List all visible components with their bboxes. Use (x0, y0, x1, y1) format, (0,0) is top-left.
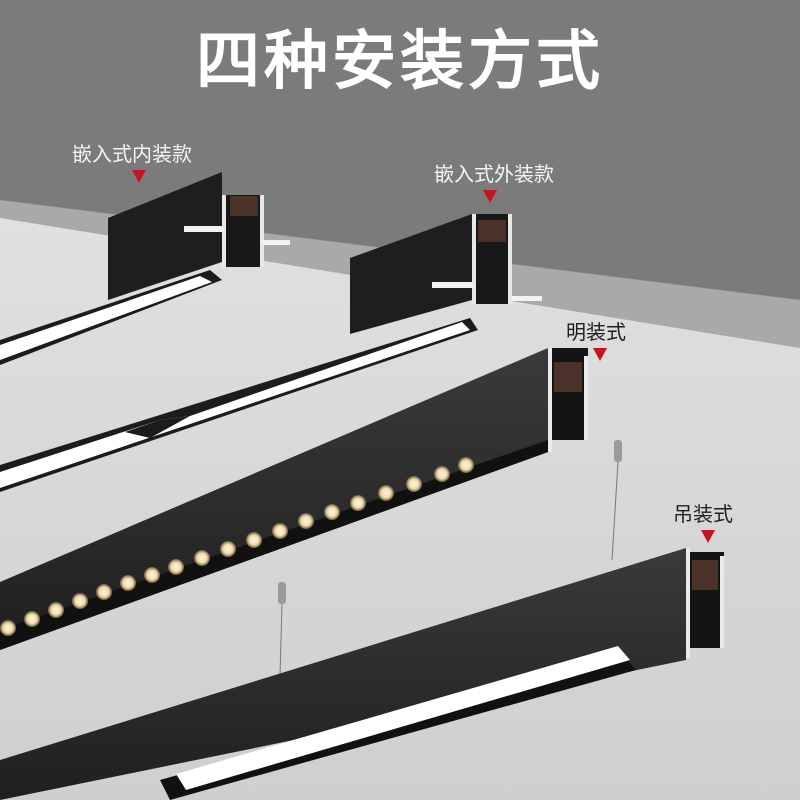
arrow-down-icon (483, 190, 497, 203)
arrow-down-icon (701, 530, 715, 543)
suspension-anchor-left (278, 582, 286, 677)
fixture-pendant (0, 548, 724, 800)
fixture-recessed-outer (0, 214, 542, 492)
label-surface: 明装式 (566, 320, 626, 344)
label-recessed-inner: 嵌入式内装款 (72, 142, 192, 166)
page-title: 四种安装方式 (196, 25, 604, 99)
suspension-anchor-right (611, 440, 622, 561)
label-recessed-outer: 嵌入式外装款 (434, 162, 554, 186)
led-dot-row (0, 457, 474, 636)
fixture-surface (0, 348, 588, 650)
label-pendant: 吊装式 (673, 502, 733, 526)
fixture-recessed-inner (0, 172, 290, 365)
arrow-down-icon (593, 348, 607, 361)
arrow-down-icon (132, 170, 146, 183)
